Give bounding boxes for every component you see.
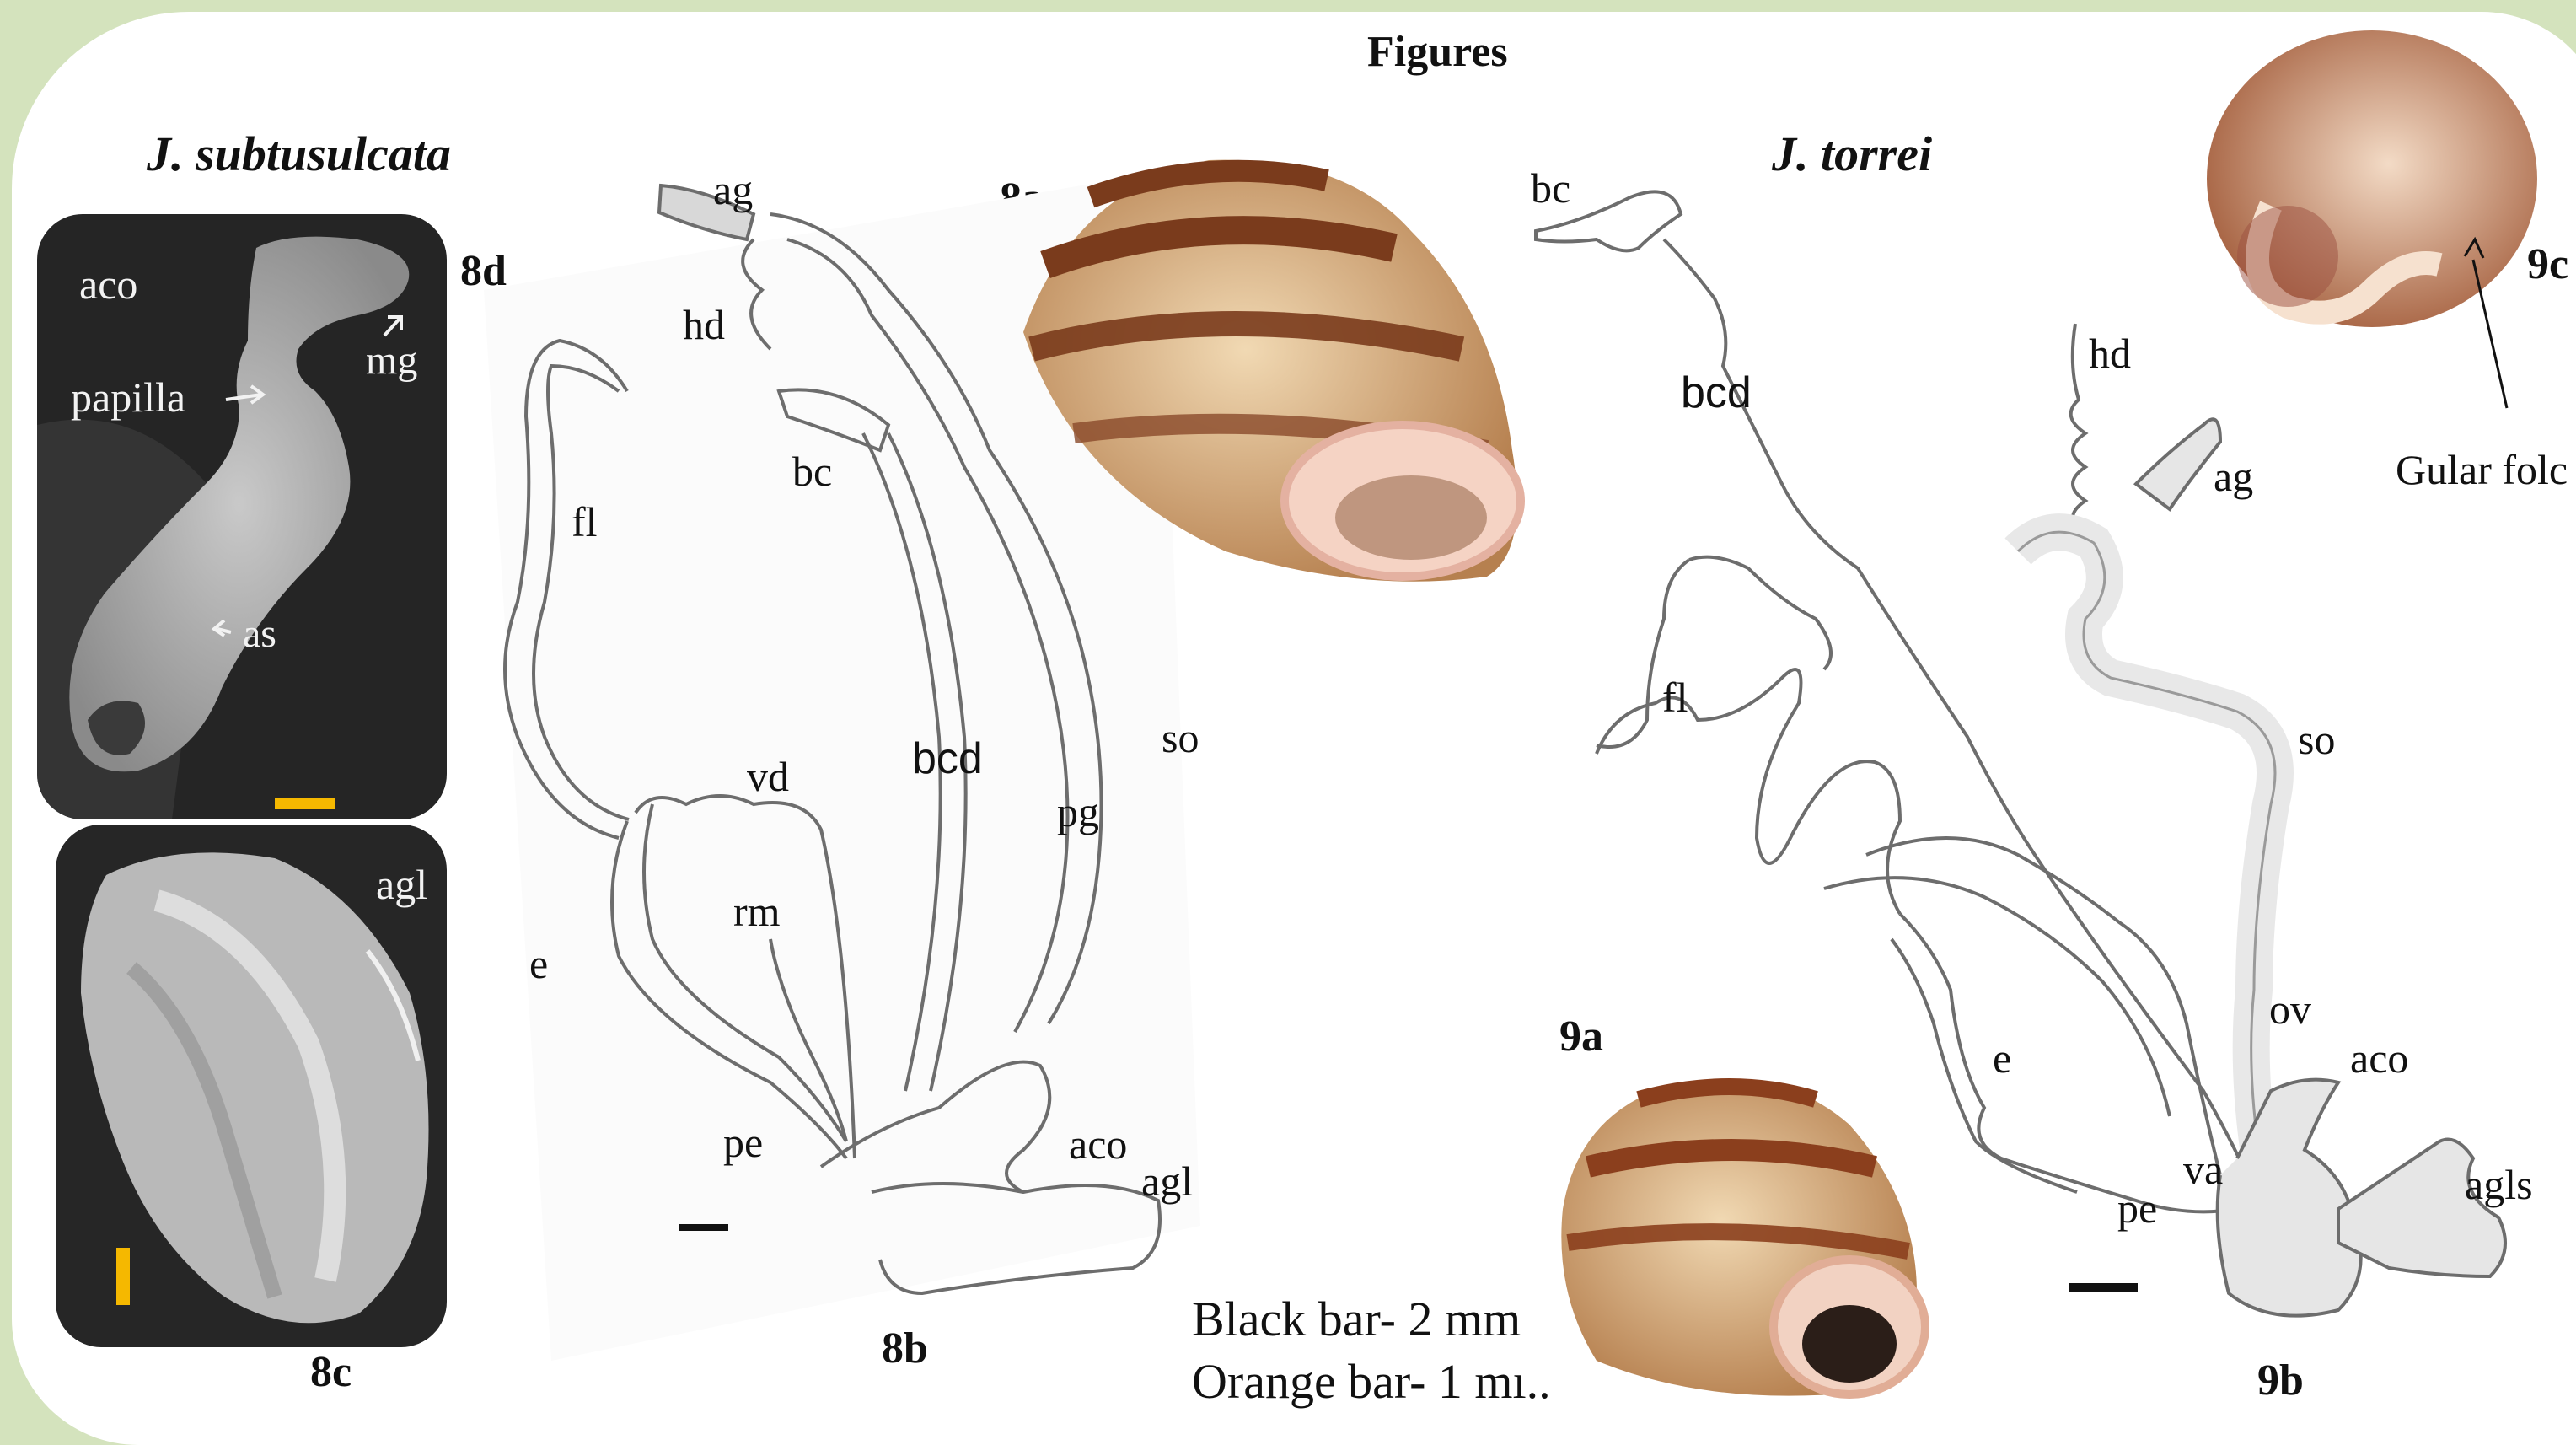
label-9b-bcd: bcd [1681, 371, 1752, 415]
label-9b-ag: ag [2214, 455, 2253, 497]
shell-photos [12, 12, 2576, 1411]
shell-8a [1023, 160, 1521, 582]
label-9b-va: va [2183, 1148, 2223, 1190]
figure-panel: Figures J. subtusulcata J. torrei aco mg… [12, 12, 2576, 1445]
label-9c-gular-fold: Gular folc [2396, 449, 2568, 491]
shell-9c [2207, 30, 2537, 408]
label-9b-ov: ov [2269, 988, 2311, 1030]
scale-legend-black: Black bar- 2 mm [1192, 1295, 1521, 1344]
label-9b-e: e [1993, 1037, 2011, 1079]
label-9b-agls: agls [2465, 1163, 2533, 1206]
label-9b-hd: hd [2089, 332, 2131, 374]
label-9b-bc: bc [1531, 167, 1570, 209]
label-9b-pe: pe [2117, 1187, 2157, 1229]
label-9b-aco: aco [2350, 1037, 2408, 1079]
label-9b-fl: fl [1662, 676, 1688, 718]
scale-legend-orange: Orange bar- 1 mı.. [1192, 1357, 1551, 1406]
shell-9a [1561, 1079, 1925, 1396]
label-9b-so: so [2298, 718, 2335, 760]
